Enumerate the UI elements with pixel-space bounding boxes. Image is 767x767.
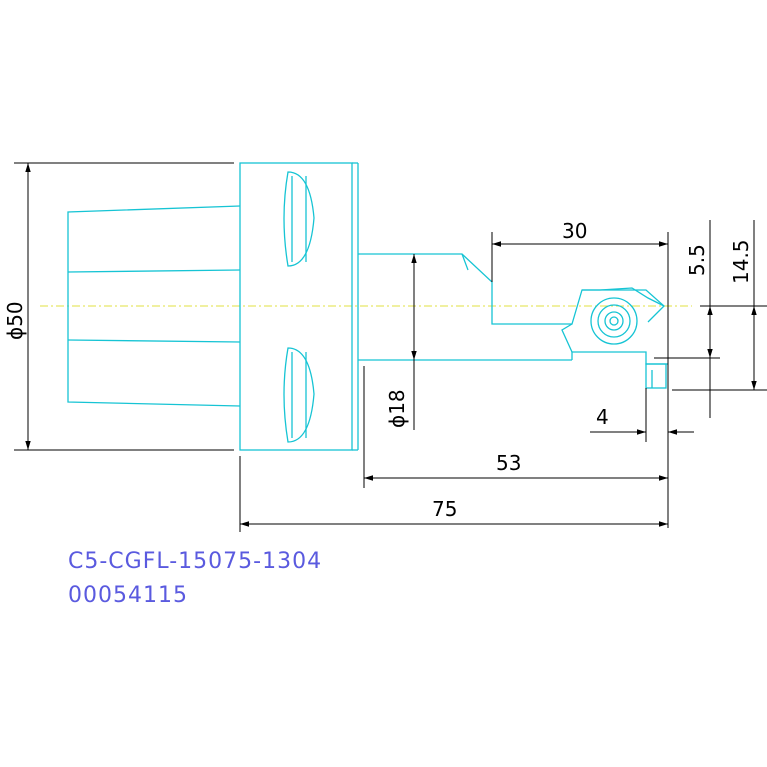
dim-text-4: 4 (596, 405, 609, 429)
drive-slot-upper (283, 171, 315, 267)
dim-text-53: 53 (496, 451, 521, 475)
clamp-screw-mid (597, 304, 631, 338)
clamp-screw-inner (604, 311, 624, 331)
taper-line-lower (67, 339, 241, 343)
dim-text-30: 30 (562, 219, 587, 243)
dim-text-14-5: 14.5 (729, 239, 753, 284)
head-lower (571, 351, 668, 365)
taper-cone (67, 205, 241, 407)
clamp-screw-hex (609, 316, 619, 326)
shank-top-chamfer (461, 253, 469, 271)
dim-text-75: 75 (432, 497, 457, 521)
tool-outline (67, 162, 668, 451)
cutting-insert (645, 363, 667, 389)
dim-text-5-5: 5.5 (685, 244, 709, 276)
clamp-screw-outer (590, 297, 638, 345)
dim-text-diameter-50: ϕ50 (3, 301, 27, 340)
insert-seat (561, 323, 573, 353)
dim-text-diameter-18: ϕ18 (385, 389, 409, 428)
drive-slot-lower (283, 347, 315, 443)
head-upper-insert (582, 287, 665, 307)
part-code-label: C5-CGFL-15075-1304 (68, 549, 322, 574)
dimensions (14, 162, 767, 532)
article-number-label: 00054115 (68, 583, 188, 608)
taper-line-upper (67, 269, 241, 273)
flange-block (239, 162, 353, 451)
